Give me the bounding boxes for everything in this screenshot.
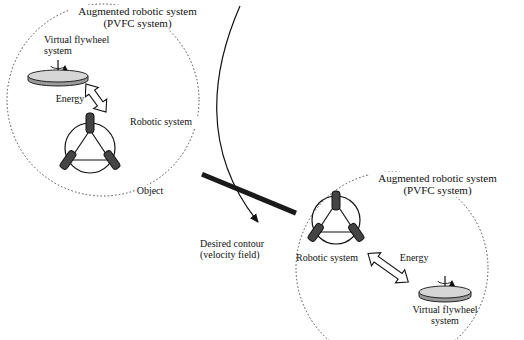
system-circle: Augmented robotic system (PVFC system)Ro… [295, 171, 489, 340]
robot-box: Robotic system [296, 190, 368, 266]
node-label: Virtual flywheel system [403, 304, 487, 326]
dotted-circle [6, 3, 200, 197]
flywheel-box: Virtual flywheel system [18, 34, 118, 84]
flywheel-box: Virtual flywheel system [395, 282, 495, 334]
robot-icon [307, 191, 365, 244]
robot-icon [59, 113, 121, 173]
edge-label: Energy [55, 93, 86, 104]
energy-arrow [85, 84, 106, 112]
dotted-circle-outline [7, 4, 199, 196]
node-label: Robotic system [130, 116, 202, 127]
flywheel-icon [419, 276, 471, 302]
object-bar [202, 174, 296, 213]
node-label: Virtual flywheel system [44, 34, 120, 56]
dotted-circle-outline [296, 172, 488, 340]
edge-label: Energy [399, 252, 430, 263]
system-circle: Augmented robotic system (PVFC system)Vi… [6, 3, 200, 197]
system-heading: Augmented robotic system (PVFC system) [370, 172, 505, 197]
flywheel-icon [28, 60, 88, 86]
system-heading: Augmented robotic system (PVFC system) [70, 5, 205, 30]
robot-box: Robotic system [56, 112, 202, 176]
edge-label: Object [136, 185, 165, 196]
node-label: Robotic system [296, 252, 368, 263]
contour-label: Desired contour (velocity field) [200, 238, 290, 260]
